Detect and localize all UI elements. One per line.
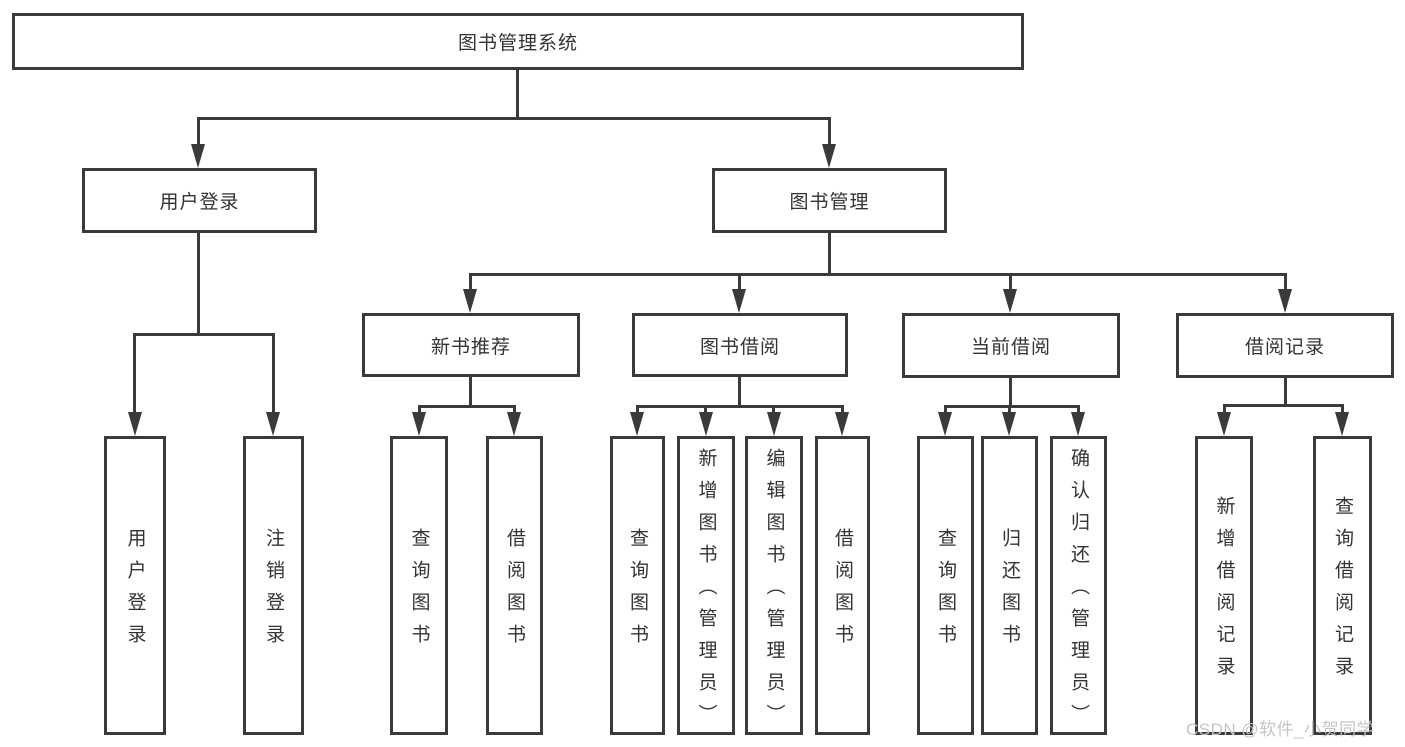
leaf-current-confirm: 确认归还（管理员） bbox=[1050, 436, 1107, 736]
connector-drop-current bbox=[1009, 273, 1012, 292]
connector-drop-cb-query bbox=[944, 405, 947, 416]
connector-drop-records bbox=[1284, 273, 1287, 292]
leaf-user-login: 用户登录 bbox=[104, 436, 166, 735]
connector-mgmt-stem bbox=[828, 233, 831, 276]
node-current-borrow-label: 当前借阅 bbox=[970, 337, 1051, 358]
connector-drop-book-mgmt bbox=[828, 117, 831, 146]
leaf-borrow-borrow-label: 借阅图书 bbox=[832, 528, 853, 656]
leaf-borrow-query-label: 查询图书 bbox=[627, 528, 648, 656]
connector-drop-bb-edit bbox=[772, 405, 775, 416]
node-book-mgmt: 图书管理 bbox=[712, 168, 947, 233]
arrow-into-nb-query bbox=[412, 412, 426, 436]
arrow-into-br-add bbox=[1217, 412, 1231, 436]
connector-drop-bb-add bbox=[704, 405, 707, 416]
node-book-mgmt-label: 图书管理 bbox=[789, 192, 870, 213]
leaf-user-login-label: 用户登录 bbox=[124, 528, 146, 656]
connector-borrow-stem bbox=[738, 377, 741, 408]
arrow-into-borrow bbox=[732, 289, 746, 313]
leaf-logout: 注销登录 bbox=[243, 436, 304, 735]
node-root-label: 图书管理系统 bbox=[457, 33, 578, 54]
arrow-into-bb-edit bbox=[767, 412, 781, 436]
arrow-into-cb-return bbox=[1002, 412, 1016, 436]
connector-current-stem bbox=[1009, 378, 1012, 408]
leaf-records-query-label: 查询借阅记录 bbox=[1332, 496, 1353, 688]
connector-drop-br-query bbox=[1341, 404, 1344, 416]
leaf-current-confirm-label: 确认归还（管理员） bbox=[1068, 448, 1089, 736]
connector-level2-bus bbox=[197, 117, 831, 120]
node-book-borrow-label: 图书借阅 bbox=[699, 336, 780, 358]
node-current-borrow: 当前借阅 bbox=[902, 313, 1120, 378]
connector-drop-cb-return bbox=[1008, 405, 1011, 416]
leaf-current-return-label: 归还图书 bbox=[999, 528, 1020, 656]
connector-root-stem bbox=[516, 70, 519, 119]
arrow-into-cb-query bbox=[938, 412, 952, 436]
leaf-records-query: 查询借阅记录 bbox=[1313, 436, 1372, 735]
csdn-watermark: CSDN @软件_小贺同学 bbox=[1186, 720, 1375, 739]
leaf-borrow-edit: 编辑图书（管理员） bbox=[745, 436, 803, 736]
connector-user-bus bbox=[133, 333, 275, 336]
connector-drop-leaf-login bbox=[133, 333, 136, 414]
node-book-borrow: 图书借阅 bbox=[632, 313, 848, 377]
node-root: 图书管理系统 bbox=[12, 13, 1024, 70]
arrow-into-nb-borrow bbox=[507, 412, 521, 436]
connector-drop-bb-query bbox=[636, 405, 639, 416]
leaf-records-add-label: 新增借阅记录 bbox=[1213, 496, 1235, 688]
node-borrow-records-label: 借阅记录 bbox=[1244, 337, 1325, 358]
arrow-into-cb-confirm bbox=[1071, 412, 1085, 436]
node-new-book-rec-label: 新书推荐 bbox=[430, 336, 511, 358]
connector-drop-borrow bbox=[738, 273, 741, 292]
leaf-current-query-label: 查询图书 bbox=[935, 528, 956, 656]
node-new-book-rec: 新书推荐 bbox=[362, 313, 580, 377]
connector-drop-new-book bbox=[469, 273, 472, 292]
arrow-into-user-login bbox=[191, 144, 205, 168]
connector-current-bus bbox=[944, 405, 1080, 408]
connector-records-stem bbox=[1284, 378, 1287, 407]
connector-level3-bus bbox=[469, 273, 1287, 276]
leaf-newbook-borrow: 借阅图书 bbox=[486, 436, 543, 735]
leaf-borrow-edit-label: 编辑图书（管理员） bbox=[763, 448, 785, 736]
node-borrow-records: 借阅记录 bbox=[1176, 313, 1394, 378]
arrow-into-new-book bbox=[463, 289, 477, 313]
leaf-current-return: 归还图书 bbox=[981, 436, 1038, 735]
connector-borrow-bus bbox=[636, 405, 844, 408]
arrow-into-br-query bbox=[1335, 412, 1349, 436]
leaf-newbook-query-label: 查询图书 bbox=[408, 528, 430, 656]
leaf-borrow-add: 新增图书（管理员） bbox=[677, 436, 735, 736]
connector-drop-cb-confirm bbox=[1077, 405, 1080, 416]
connector-user-stem bbox=[197, 233, 200, 336]
arrow-into-bb-query bbox=[630, 412, 644, 436]
connector-drop-leaf-logout bbox=[272, 333, 275, 414]
leaf-newbook-query: 查询图书 bbox=[390, 436, 448, 735]
arrow-into-leaf-login bbox=[128, 412, 142, 436]
connector-newbook-bus bbox=[418, 405, 516, 408]
leaf-records-add: 新增借阅记录 bbox=[1195, 436, 1253, 735]
arrow-into-records bbox=[1278, 289, 1292, 313]
leaf-newbook-borrow-label: 借阅图书 bbox=[504, 528, 525, 656]
leaf-current-query: 查询图书 bbox=[917, 436, 974, 735]
connector-drop-nb-borrow bbox=[513, 405, 516, 416]
arrow-into-current bbox=[1003, 289, 1017, 313]
node-user-login-label: 用户登录 bbox=[159, 192, 240, 213]
node-user-login: 用户登录 bbox=[82, 168, 317, 233]
leaf-logout-label: 注销登录 bbox=[263, 528, 284, 656]
arrow-into-leaf-logout bbox=[266, 412, 280, 436]
leaf-borrow-add-label: 新增图书（管理员） bbox=[695, 448, 717, 736]
connector-drop-br-add bbox=[1223, 404, 1226, 416]
arrow-into-bb-add bbox=[699, 412, 713, 436]
arrow-into-book-mgmt bbox=[822, 144, 836, 168]
connector-drop-user-login bbox=[197, 117, 200, 146]
connector-drop-nb-query bbox=[418, 405, 421, 416]
connector-newbook-stem bbox=[469, 377, 472, 408]
leaf-borrow-query: 查询图书 bbox=[610, 436, 665, 735]
connector-records-bus bbox=[1223, 404, 1344, 407]
connector-drop-bb-borrow bbox=[841, 405, 844, 416]
leaf-borrow-borrow: 借阅图书 bbox=[815, 436, 870, 735]
arrow-into-bb-borrow bbox=[835, 412, 849, 436]
